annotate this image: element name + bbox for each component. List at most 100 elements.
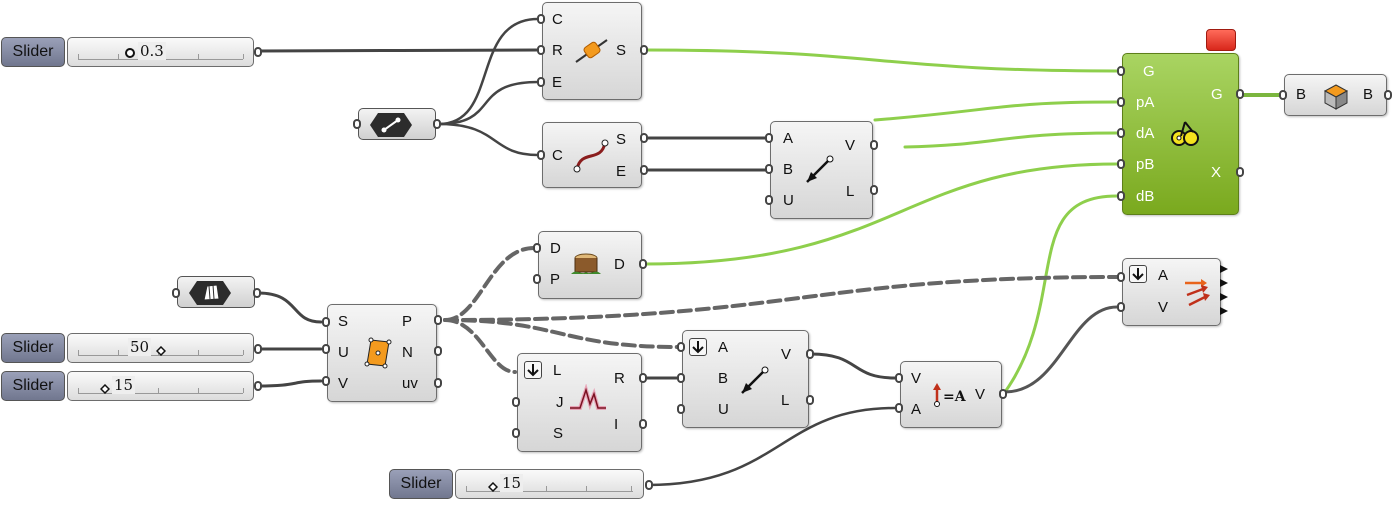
connector-grip[interactable] [640, 45, 648, 55]
slider-v-count[interactable]: Slider 15 [1, 371, 258, 401]
connector-grip[interactable] [434, 378, 442, 388]
component-green-solver[interactable]: G pA dA pB dB G X [1122, 53, 1239, 215]
connector-grip[interactable] [1117, 128, 1125, 138]
input-l: L [553, 362, 562, 379]
connector-grip[interactable] [433, 119, 441, 129]
wire [443, 275, 1119, 322]
wire [437, 80, 540, 126]
slider-amplitude[interactable]: Slider 15 [389, 469, 648, 499]
connector-grip[interactable] [895, 403, 903, 413]
connector-grip[interactable] [254, 344, 262, 354]
graft-arrow-icon[interactable] [689, 338, 707, 356]
slider-track[interactable]: 15 [67, 371, 254, 401]
connector-grip[interactable] [1117, 272, 1125, 282]
slider-grip-icon[interactable] [99, 381, 111, 399]
connector-grip[interactable] [870, 140, 878, 150]
component-deconstruct[interactable]: D P D [538, 231, 642, 299]
connector-grip[interactable] [254, 47, 262, 57]
slider-track[interactable]: 0.3 [67, 37, 254, 67]
connector-grip[interactable] [253, 288, 261, 298]
connector-grip[interactable] [537, 150, 545, 160]
warning-balloon-icon[interactable] [1206, 29, 1236, 51]
slider-radius[interactable]: Slider 0.3 [1, 37, 258, 67]
slider-track[interactable]: 15 [455, 469, 644, 499]
connector-grip[interactable] [765, 164, 773, 174]
connector-grip[interactable] [645, 480, 653, 490]
slider-value: 0.3 [138, 42, 166, 60]
graft-arrow-icon[interactable] [1129, 265, 1147, 283]
component-amplitude[interactable]: V A V =A [900, 361, 1002, 428]
connector-grip[interactable] [322, 344, 330, 354]
input-pb: pB [1136, 156, 1155, 173]
connector-grip[interactable] [533, 243, 541, 253]
component-list-item[interactable]: L J S R I [517, 353, 642, 452]
connector-grip[interactable] [640, 133, 648, 143]
wire [903, 131, 1119, 149]
slider-grip-icon[interactable] [124, 46, 136, 64]
output-v: V [845, 137, 856, 154]
connector-grip[interactable] [870, 185, 878, 195]
connector-grip[interactable] [1236, 89, 1244, 99]
connector-grip[interactable] [806, 349, 814, 359]
slider-grip-icon[interactable] [155, 343, 167, 361]
graph-peak-icon [570, 384, 606, 411]
connector-grip[interactable] [1236, 167, 1244, 177]
connector-grip[interactable] [353, 119, 361, 129]
connector-grip[interactable] [895, 373, 903, 383]
connector-grip[interactable] [512, 397, 520, 407]
connector-grip[interactable] [677, 342, 685, 352]
connector-grip[interactable] [172, 288, 180, 298]
connector-grip[interactable] [533, 274, 541, 284]
slider-value: 15 [500, 474, 524, 492]
vector-field-icon [1185, 279, 1210, 307]
connector-grip[interactable] [1117, 97, 1125, 107]
connector-grip[interactable] [999, 389, 1007, 399]
connector-grip[interactable] [434, 346, 442, 356]
connector-grip[interactable] [677, 404, 685, 414]
connector-grip[interactable] [434, 315, 442, 325]
connector-grip[interactable] [537, 45, 545, 55]
component-vector-2pt[interactable]: A B U V L [770, 121, 873, 219]
graft-arrow-icon[interactable] [524, 361, 542, 379]
component-end-points[interactable]: C S E [542, 122, 642, 188]
connector-grip[interactable] [1117, 191, 1125, 201]
curve-endpoints-icon [573, 139, 609, 173]
component-evaluate-curve[interactable]: C R E S [542, 2, 642, 100]
connector-grip[interactable] [765, 195, 773, 205]
connector-grip[interactable] [640, 165, 648, 175]
surface-parameter[interactable] [177, 276, 255, 308]
slider-u-count[interactable]: Slider 50 [1, 333, 258, 363]
curve-parameter[interactable] [358, 108, 436, 140]
connector-grip[interactable] [806, 395, 814, 405]
input-v: V [911, 370, 922, 387]
connector-grip[interactable] [639, 419, 647, 429]
wire [643, 162, 1119, 266]
output-i: I [614, 416, 619, 433]
connector-grip[interactable] [1384, 90, 1392, 100]
connector-grip[interactable] [1117, 302, 1125, 312]
connector-grip[interactable] [537, 14, 545, 24]
connector-grip[interactable] [322, 317, 330, 327]
connector-grip[interactable] [254, 381, 262, 391]
connector-grip[interactable] [1117, 66, 1125, 76]
connector-grip[interactable] [1279, 90, 1287, 100]
slider-grip-icon[interactable] [487, 479, 499, 497]
connector-grip[interactable] [512, 428, 520, 438]
connector-grip[interactable] [322, 376, 330, 386]
connector-grip[interactable] [677, 373, 685, 383]
slider-track[interactable]: 50 [67, 333, 254, 363]
connector-grip[interactable] [1117, 159, 1125, 169]
brep-box-icon [1323, 84, 1349, 110]
component-divide-surface[interactable]: S U V P N uv [327, 304, 437, 402]
output-x: X [1211, 164, 1222, 181]
connector-grip[interactable] [639, 259, 647, 269]
connector-grip[interactable] [765, 133, 773, 143]
component-vector-2pt-bottom[interactable]: A B U V L [682, 330, 809, 428]
output-uv: uv [402, 375, 418, 392]
component-brep[interactable]: B B [1284, 74, 1387, 116]
component-vector-display[interactable]: A V [1122, 258, 1221, 326]
input-s: S [338, 313, 349, 330]
wire [256, 48, 540, 53]
connector-grip[interactable] [537, 77, 545, 87]
connector-grip[interactable] [639, 373, 647, 383]
